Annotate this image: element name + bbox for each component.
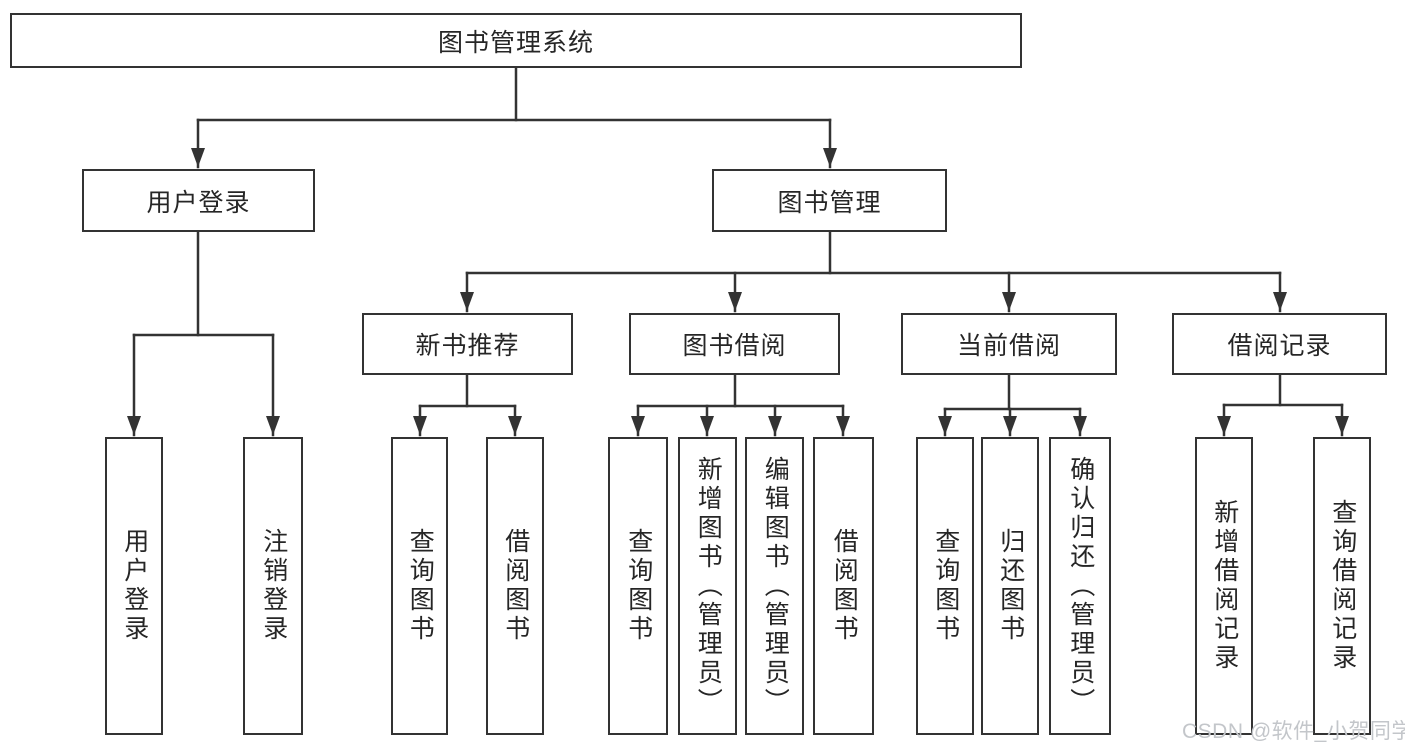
node-library-system: 图书管理系统 [10,13,1022,68]
leaf-current-query-books-label: 查询图书 [931,528,960,644]
node-user-login: 用户登录 [82,169,315,232]
leaf-confirm-return-admin-label: 确认归还（管理员） [1066,455,1095,717]
node-book-borrowing: 图书借阅 [629,313,840,375]
leaf-user-login: 用户登录 [105,437,163,735]
node-current-borrowing: 当前借阅 [901,313,1117,375]
leaf-newbook-query-books: 查询图书 [391,437,448,735]
leaf-borrowing-borrow-books: 借阅图书 [813,437,874,735]
leaf-edit-books-admin-label: 编辑图书（管理员） [761,455,790,717]
leaf-newbook-borrow-books-label: 借阅图书 [501,528,530,644]
leaf-add-borrow-record: 新增借阅记录 [1195,437,1253,735]
leaf-logout: 注销登录 [243,437,303,735]
leaf-borrowing-query-books: 查询图书 [608,437,668,735]
node-book-management: 图书管理 [712,169,947,232]
leaf-confirm-return-admin: 确认归还（管理员） [1049,437,1111,735]
leaf-return-books-label: 归还图书 [996,528,1025,644]
csdn-watermark: CSDN @软件_小贺同学 [1182,720,1405,743]
leaf-edit-books-admin: 编辑图书（管理员） [745,437,804,735]
leaf-return-books: 归还图书 [981,437,1039,735]
leaf-query-borrow-record: 查询借阅记录 [1313,437,1371,735]
leaf-logout-label: 注销登录 [259,528,288,644]
node-borrow-records: 借阅记录 [1172,313,1387,375]
leaf-borrowing-borrow-books-label: 借阅图书 [830,528,859,644]
leaf-query-borrow-record-label: 查询借阅记录 [1328,499,1357,673]
leaf-user-login-label: 用户登录 [120,528,149,644]
node-new-book-recommend: 新书推荐 [362,313,573,375]
leaf-add-borrow-record-label: 新增借阅记录 [1210,499,1239,673]
leaf-add-books-admin: 新增图书（管理员） [678,437,737,735]
leaf-current-query-books: 查询图书 [916,437,974,735]
leaf-newbook-borrow-books: 借阅图书 [486,437,544,735]
leaf-newbook-query-books-label: 查询图书 [406,528,435,644]
leaf-borrowing-query-books-label: 查询图书 [624,528,653,644]
leaf-add-books-admin-label: 新增图书（管理员） [694,455,723,717]
